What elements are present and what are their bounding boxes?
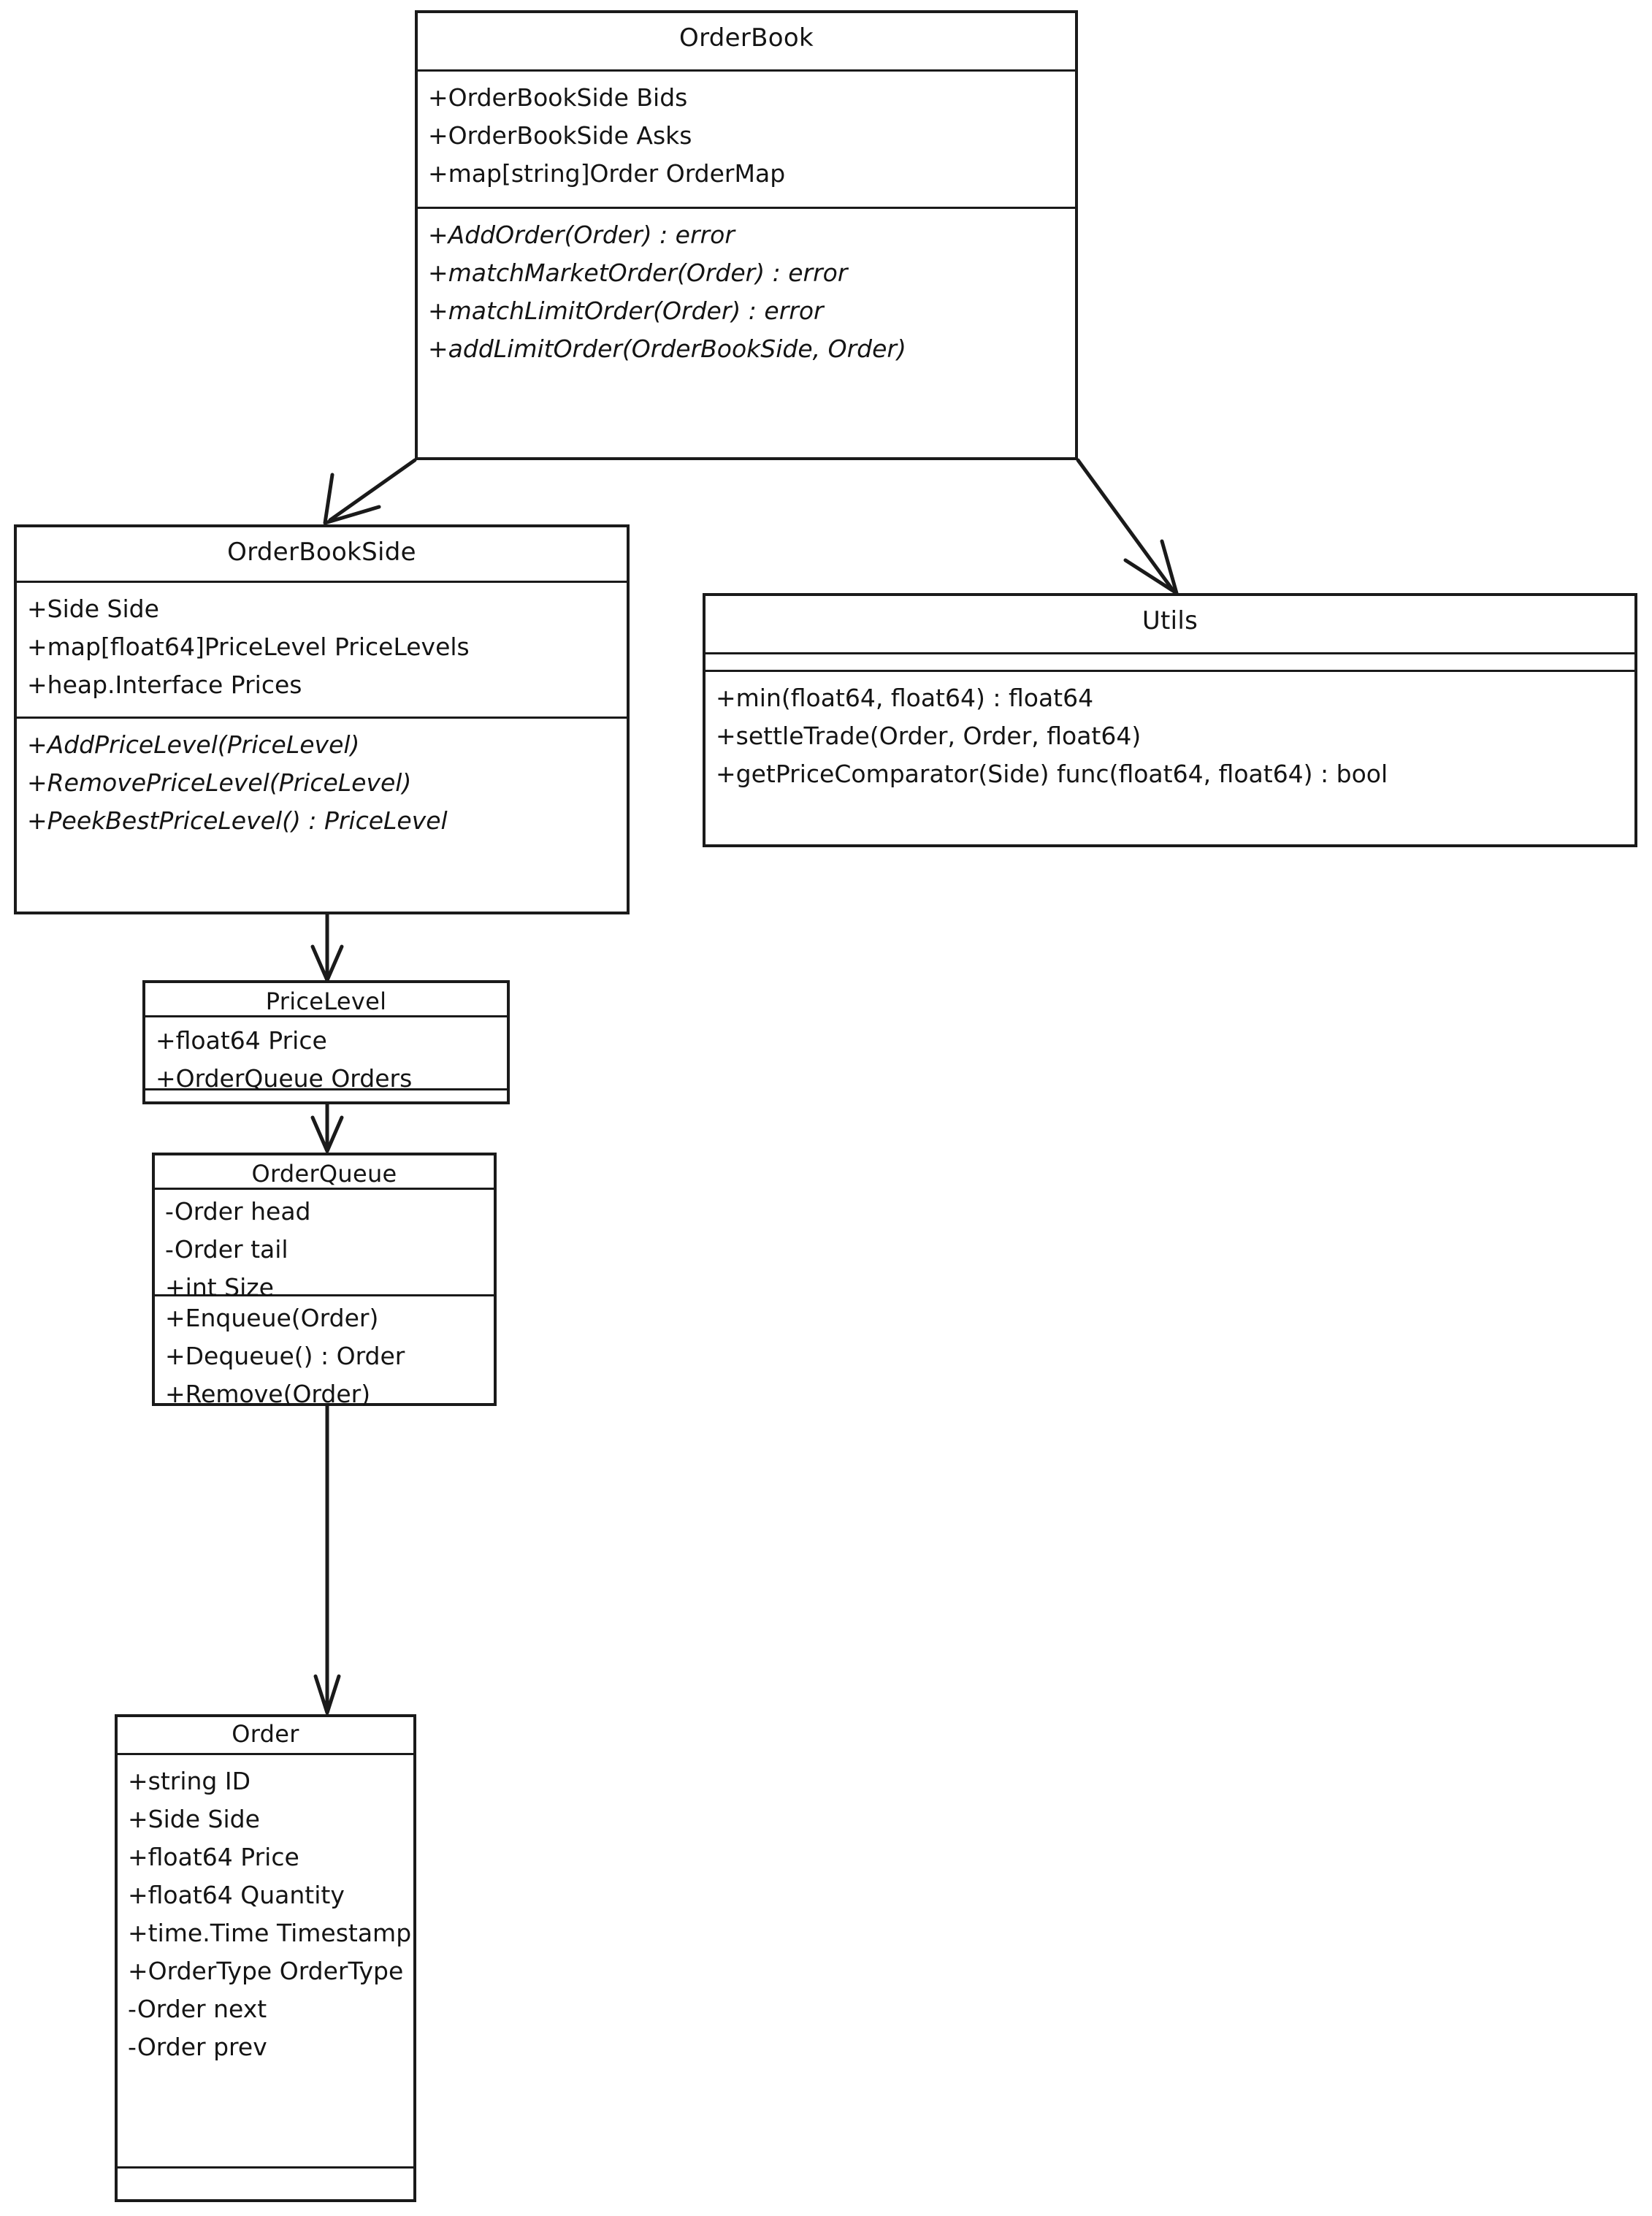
methods-compartment-orderbook: +AddOrder(Order) : error +matchMarketOrd… (418, 209, 1075, 375)
methods-compartment-pricelevel (145, 1090, 507, 1107)
method-row: +settleTrade(Order, Order, float64) (716, 722, 1142, 750)
class-title-pricelevel: PriceLevel (145, 983, 507, 1017)
attribute-row: +OrderType OrderType (128, 1957, 404, 1985)
method-row: +Dequeue() : Order (165, 1342, 405, 1370)
attribute-row: +OrderBookSide Bids (428, 83, 688, 112)
attribute-row: -Order prev (128, 2033, 267, 2061)
methods-compartment-orderbookside: +AddPriceLevel(PriceLevel) +RemovePriceL… (17, 719, 627, 847)
attributes-compartment-order: +string ID +Side Side +float64 Price +fl… (118, 1755, 413, 2169)
methods-compartment-utils: +min(float64, float64) : float64 +settle… (705, 672, 1634, 801)
attribute-row: +OrderQueue Orders (156, 1064, 413, 1093)
attributes-compartment-utils (705, 654, 1634, 672)
attribute-row: +int Size (165, 1273, 274, 1302)
class-title-orderbookside: OrderBookSide (17, 527, 627, 583)
class-title-orderbook: OrderBook (418, 13, 1075, 72)
class-box-orderqueue[interactable]: OrderQueue -Order head -Order tail +int … (152, 1153, 497, 1406)
attribute-row: -Order next (128, 1995, 267, 2023)
class-name-pricelevel: PriceLevel (265, 987, 387, 1015)
methods-compartment-order (118, 2169, 413, 2185)
class-name-order: Order (232, 1720, 299, 1748)
attribute-row: +map[float64]PriceLevel PriceLevels (27, 633, 470, 661)
attribute-row: +Side Side (128, 1805, 260, 1833)
method-row: +AddOrder(Order) : error (428, 221, 735, 249)
method-row: +getPriceComparator(Side) func(float64, … (716, 760, 1388, 788)
class-name-orderbookside: OrderBookSide (227, 538, 416, 567)
class-box-orderbook[interactable]: OrderBook +OrderBookSide Bids +OrderBook… (415, 10, 1078, 460)
attribute-row: +string ID (128, 1767, 251, 1795)
attribute-row: +map[string]Order OrderMap (428, 159, 786, 188)
methods-compartment-orderqueue: +Enqueue(Order) +Dequeue() : Order +Remo… (155, 1296, 494, 1421)
method-row: +Remove(Order) (165, 1380, 371, 1408)
attribute-row: -Order tail (165, 1235, 288, 1264)
class-box-utils[interactable]: Utils +min(float64, float64) : float64 +… (703, 593, 1637, 847)
attributes-compartment-orderbook: +OrderBookSide Bids +OrderBookSide Asks … (418, 72, 1075, 209)
method-row: +addLimitOrder(OrderBookSide, Order) (428, 335, 906, 363)
attribute-row: +OrderBookSide Asks (428, 121, 692, 150)
method-row: +Enqueue(Order) (165, 1304, 379, 1332)
class-name-utils: Utils (1142, 606, 1198, 635)
method-row: +RemovePriceLevel(PriceLevel) (27, 768, 412, 797)
attribute-row: +heap.Interface Prices (27, 670, 302, 699)
class-name-orderqueue: OrderQueue (251, 1160, 397, 1188)
attribute-row: +float64 Price (128, 1843, 299, 1871)
class-title-orderqueue: OrderQueue (155, 1155, 494, 1190)
method-row: +matchMarketOrder(Order) : error (428, 259, 848, 287)
attribute-row: +float64 Price (156, 1026, 327, 1055)
class-box-orderbookside[interactable]: OrderBookSide +Side Side +map[float64]Pr… (14, 524, 630, 914)
class-title-utils: Utils (705, 596, 1634, 654)
class-box-pricelevel[interactable]: PriceLevel +float64 Price +OrderQueue Or… (142, 980, 510, 1104)
attribute-row: +Side Side (27, 595, 159, 623)
attributes-compartment-pricelevel: +float64 Price +OrderQueue Orders (145, 1017, 507, 1090)
method-row: +matchLimitOrder(Order) : error (428, 297, 824, 325)
class-title-order: Order (118, 1717, 413, 1755)
method-row: +min(float64, float64) : float64 (716, 684, 1094, 712)
attributes-compartment-orderqueue: -Order head -Order tail +int Size (155, 1190, 494, 1299)
attribute-row: -Order head (165, 1197, 311, 1226)
attribute-row: +time.Time Timestamp (128, 1919, 412, 1947)
attributes-compartment-orderbookside: +Side Side +map[float64]PriceLevel Price… (17, 583, 627, 719)
class-box-order[interactable]: Order +string ID +Side Side +float64 Pri… (115, 1714, 416, 2202)
method-row: +PeekBestPriceLevel() : PriceLevel (27, 806, 448, 835)
attribute-row: +float64 Quantity (128, 1881, 345, 1909)
method-row: +AddPriceLevel(PriceLevel) (27, 730, 360, 759)
class-name-orderbook: OrderBook (679, 23, 814, 53)
